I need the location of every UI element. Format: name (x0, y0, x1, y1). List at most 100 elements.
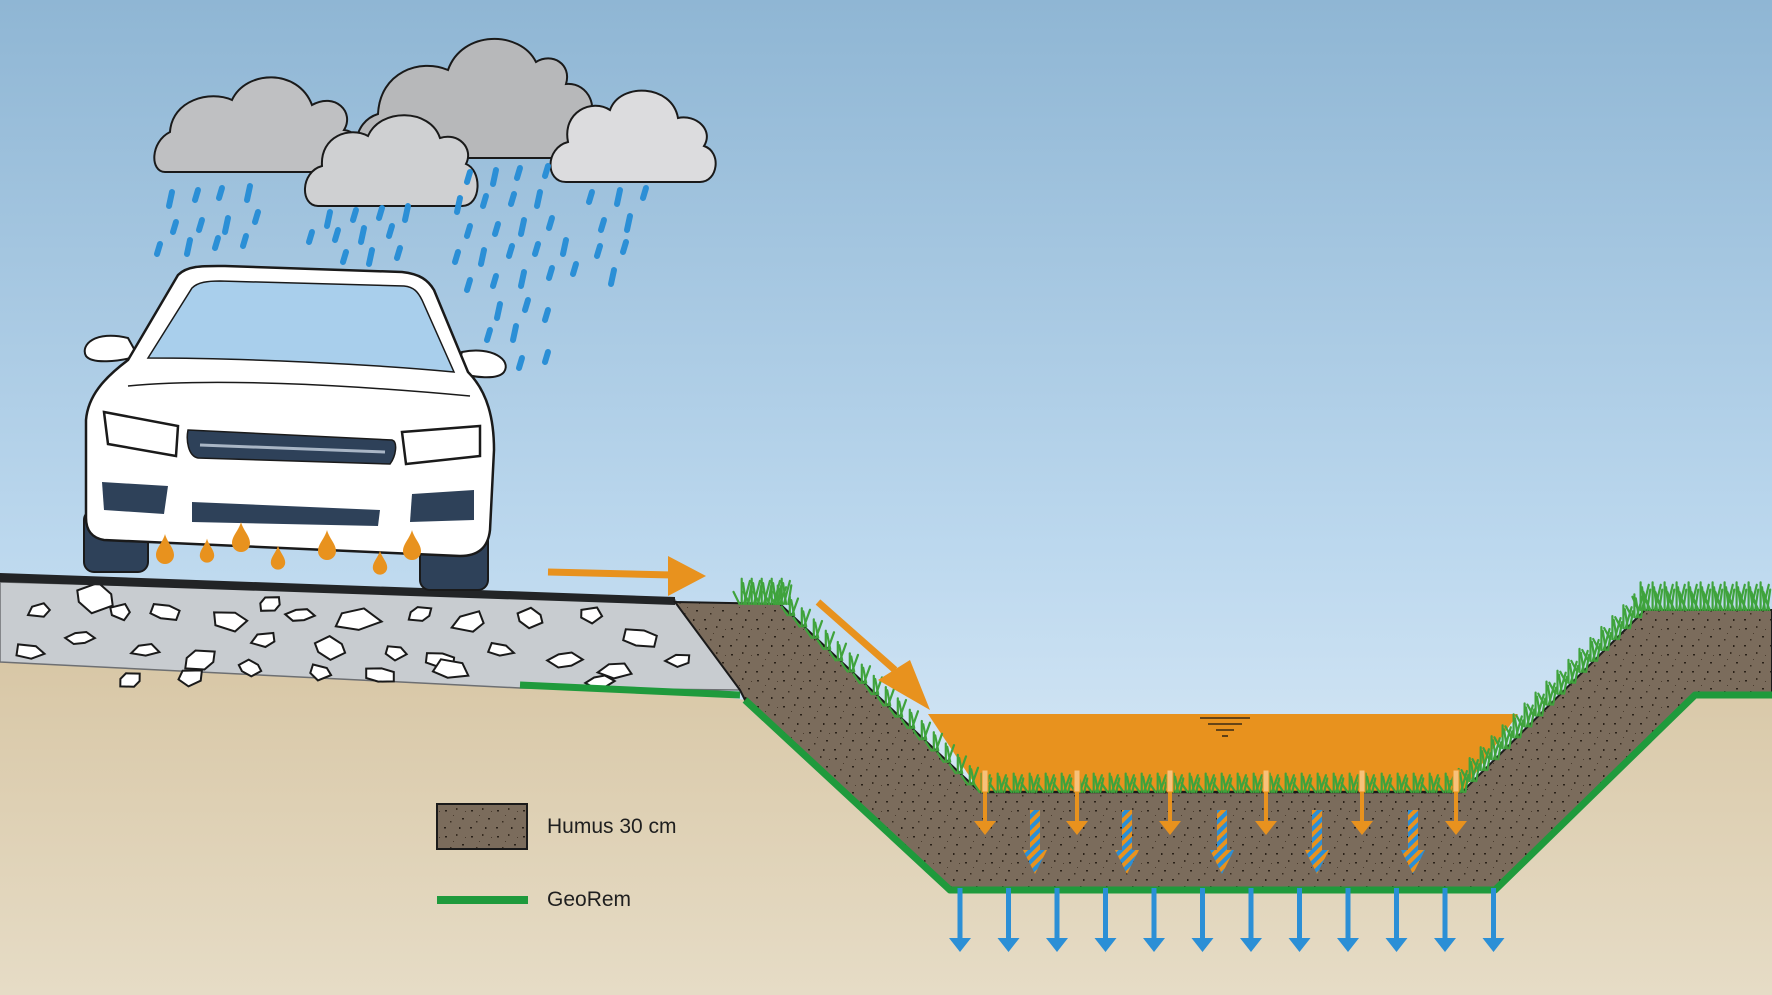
grass-blade (1254, 774, 1263, 794)
grass-blade (1292, 782, 1301, 794)
rain-drop (542, 163, 551, 179)
rain-drop (464, 169, 473, 185)
grass-blade (1508, 730, 1514, 750)
grass-blade (1414, 775, 1420, 794)
grass-blade (1736, 586, 1743, 612)
grass-blade (1404, 782, 1413, 794)
grass-blade (768, 594, 777, 606)
grass-blade (1537, 692, 1546, 706)
rain-drop (212, 235, 221, 251)
gravel-stone (149, 603, 181, 621)
georem-line-road (519, 681, 741, 699)
grass-blade (1014, 774, 1023, 794)
grass-blade (864, 684, 873, 696)
grass-blade (1446, 775, 1452, 794)
rain-drop (358, 225, 367, 245)
rain-drop (508, 191, 517, 207)
grass-blade (1623, 608, 1629, 630)
grass-blade (1148, 782, 1157, 794)
grass-blade (900, 718, 909, 730)
grass-blade (1614, 616, 1623, 630)
grass-blade (862, 665, 872, 685)
grass-blade (1158, 775, 1164, 794)
grass-blade (1486, 752, 1492, 772)
grass-blade (1222, 775, 1228, 794)
grass-blade (1624, 606, 1633, 630)
grass-blade (998, 775, 1004, 794)
gravel-stone (26, 602, 52, 618)
infiltration-arrow-top (1166, 769, 1174, 793)
infiltration-arrow-icon (1210, 810, 1234, 874)
grass-blade (1530, 708, 1536, 728)
rain-drop (608, 267, 617, 287)
rain-drop (620, 239, 629, 255)
rain-drop (196, 217, 205, 233)
grass-blade (838, 644, 844, 662)
grass-blade (934, 734, 940, 752)
oil-drop (156, 534, 174, 564)
grass-blade (1559, 670, 1568, 684)
rain-drop (534, 189, 543, 209)
rain-drop (518, 217, 527, 237)
grass-blade (1308, 782, 1317, 794)
rain-drop (546, 265, 555, 281)
water-level-icon (1200, 717, 1250, 737)
rain-drop (546, 215, 555, 231)
rain-drop (244, 183, 253, 203)
rain-drop (516, 355, 525, 371)
grass-blade (1398, 775, 1404, 794)
grass-blade (1606, 631, 1613, 652)
grass-blade (732, 590, 741, 606)
grass-blade (1524, 706, 1531, 728)
grass-blade (1382, 775, 1388, 794)
gravel-stone (177, 669, 204, 688)
grass-blade (936, 752, 945, 764)
grass-blade (1286, 774, 1295, 794)
grass-blade (1558, 671, 1567, 695)
infiltration-arrow-icon (1240, 888, 1262, 952)
rain-drop (490, 167, 499, 187)
grass-blade (1238, 774, 1247, 794)
rain-drop (350, 207, 359, 223)
grass-blade (1014, 775, 1020, 794)
grass-blade (1569, 660, 1578, 684)
gravel-stone (365, 667, 395, 683)
grass-blade (1464, 773, 1470, 794)
grass-blade (1334, 775, 1340, 794)
rain-drop (332, 227, 341, 243)
rain-drop (192, 187, 201, 203)
grass-blade (946, 744, 956, 764)
grass-blade (1646, 588, 1652, 612)
grass-blade (1084, 782, 1093, 794)
grass-blade (946, 745, 952, 764)
grass-blade (1691, 595, 1700, 612)
grass-blade (778, 586, 788, 606)
rain-drop (510, 323, 519, 343)
grass-blade (1062, 774, 1071, 794)
grass-blade (1244, 782, 1253, 794)
grass-blade (1628, 610, 1635, 630)
gravel-stone (283, 608, 317, 622)
infiltration-arrow-icon (1066, 778, 1088, 835)
grass-blade (948, 763, 957, 775)
grass-blade (1546, 684, 1552, 706)
grass-blade (1590, 640, 1596, 663)
gravel-stone (516, 606, 544, 630)
grass-blade (1700, 586, 1707, 612)
runoff-arrow-icon (815, 599, 930, 710)
grass-blade (772, 590, 781, 606)
grass-blade (1581, 648, 1590, 663)
grass-blade (1062, 775, 1068, 794)
grass-blade (1535, 695, 1542, 717)
grass-blade (1094, 774, 1103, 794)
rain-drop (624, 213, 633, 233)
infiltration-arrows-orange (974, 769, 1467, 835)
grass-blade (1046, 775, 1052, 794)
grass-blade (1206, 775, 1212, 794)
grass-blade (1613, 617, 1622, 641)
rain-drop (532, 241, 541, 257)
grass-blade (1603, 627, 1612, 641)
gravel-stone (545, 651, 585, 669)
infiltration-arrow-icon (1482, 888, 1505, 952)
grass-blade (778, 587, 784, 606)
